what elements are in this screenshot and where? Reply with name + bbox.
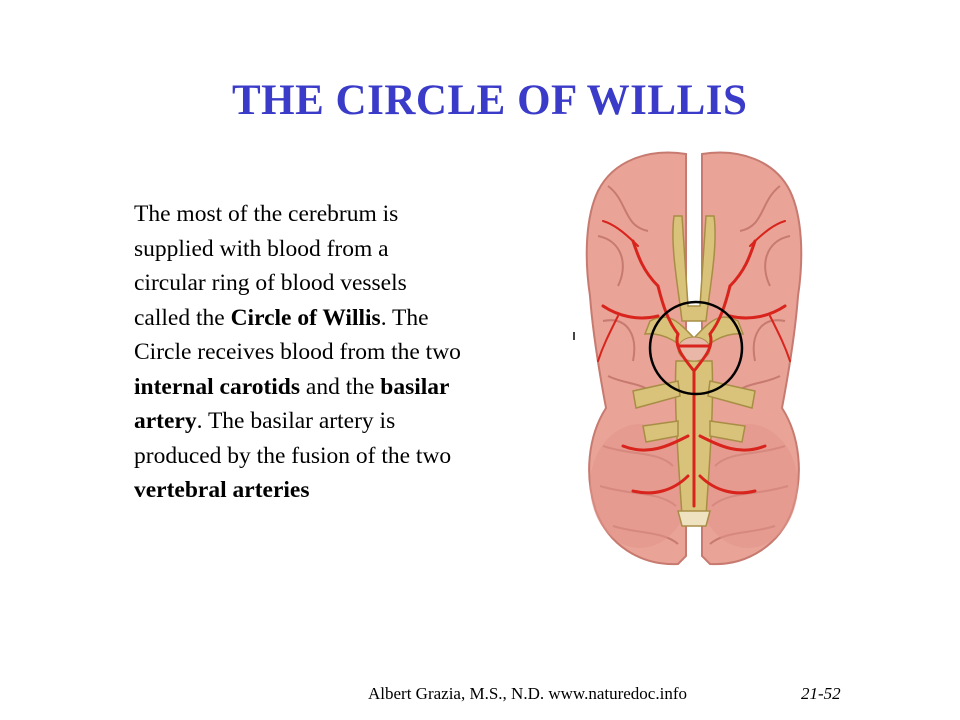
term-internal-carotids: internal carotids (134, 373, 301, 400)
slide-title: THE CIRCLE OF WILLIS (232, 77, 748, 124)
text-run: called the (134, 304, 231, 331)
page-number: 21-52 (801, 684, 841, 703)
circle-of-willis-outline (648, 300, 744, 396)
stray-mark (573, 332, 575, 340)
text-line: internal carotids and the basilar (134, 370, 564, 405)
term-circle-of-willis: Circle of Willis (230, 304, 381, 331)
text-line: supplied with blood from a (134, 235, 389, 262)
description-paragraph: The most of the cerebrum is supplied wit… (134, 197, 564, 508)
text-run: . The (380, 304, 429, 331)
brain-base-arteries-illustration (585, 151, 803, 566)
term-basilar: basilar (380, 373, 450, 400)
footer-credit: Albert Grazia, M.S., N.D. www.naturedoc.… (368, 684, 687, 703)
text-line: called the Circle of Willis. The (134, 301, 564, 336)
text-line: vertebral arteries (134, 473, 564, 508)
term-artery: artery (134, 408, 197, 434)
text-line: circular ring of blood vessels (134, 270, 407, 296)
text-line: artery. The basilar artery is (134, 404, 564, 439)
text-line: produced by the fusion of the two (134, 442, 452, 469)
text-run: . The basilar artery is (196, 408, 396, 434)
text-run: and the (300, 373, 381, 400)
term-vertebral-arteries: vertebral arteries (134, 477, 310, 503)
text-line: Circle receives blood from the two (134, 339, 461, 365)
text-line: The most of the cerebrum is (134, 201, 399, 227)
